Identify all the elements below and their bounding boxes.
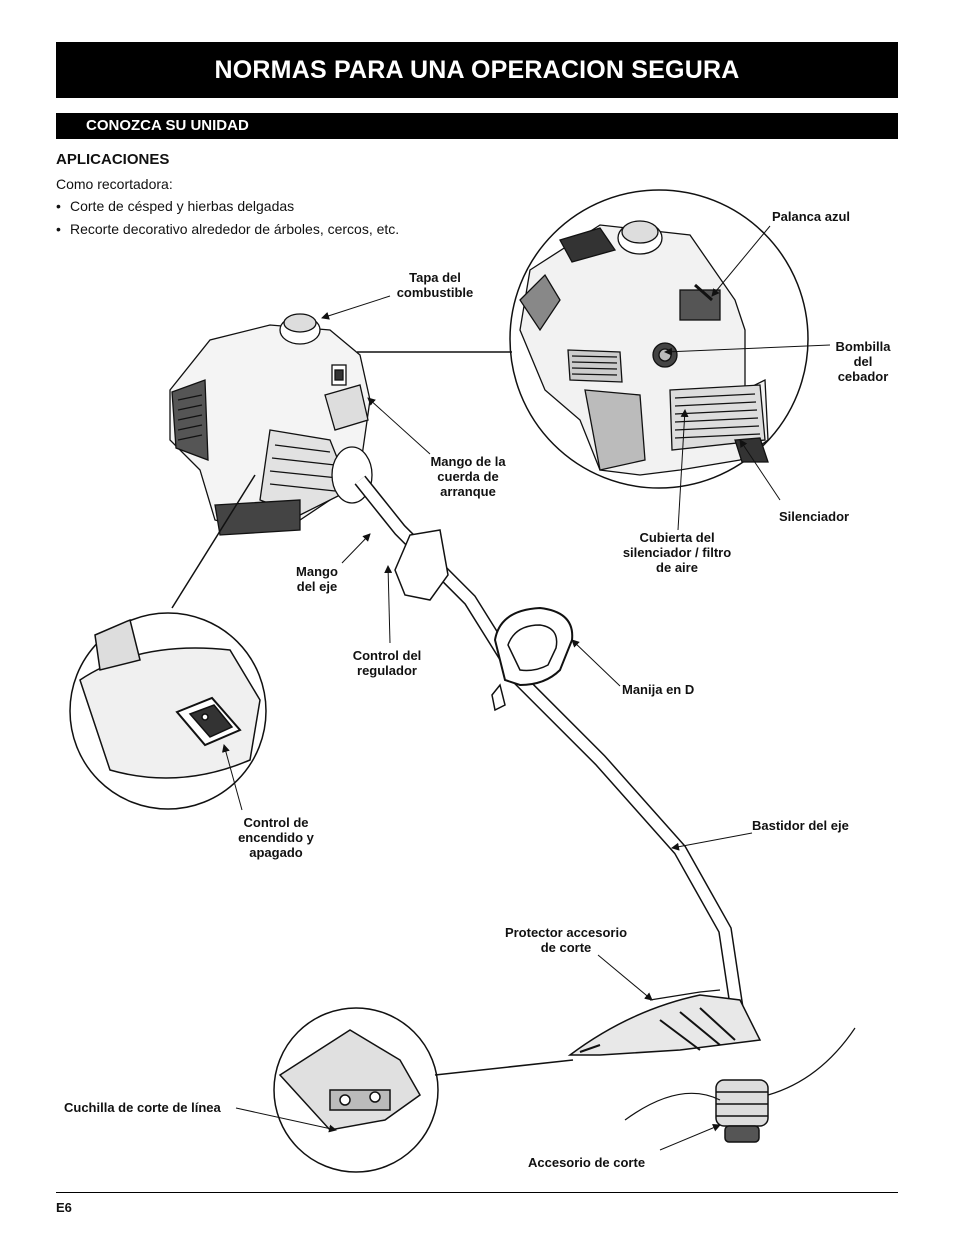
leader-mango-eje: [341, 533, 371, 564]
label-control-encendido: Control de encendido y apagado: [238, 815, 314, 860]
leader-palanca: [711, 225, 771, 297]
label-silenciador: Silenciador: [779, 509, 850, 524]
label-palanca-azul: Palanca azul: [772, 209, 851, 224]
leader-protector: [597, 954, 653, 1001]
label-cuchilla: Cuchilla de corte de línea: [64, 1100, 221, 1115]
label-manija-d: Manija en D: [622, 682, 695, 697]
section-bar: CONOZCA SU UNIDAD: [56, 113, 898, 139]
leader-cuchilla: [235, 1107, 337, 1133]
page-title: NORMAS PARA UNA OPERACION SEGURA: [214, 56, 740, 84]
label-protector-accesorio: Protector accesorio de corte: [504, 925, 628, 955]
title-bar: NORMAS PARA UNA OPERACION SEGURA: [56, 42, 898, 98]
leader-regulador: [384, 565, 393, 644]
label-cubierta-silenciador: Cubierta del silenciador / filtro de air…: [622, 530, 732, 575]
leader-bombilla: [664, 344, 831, 356]
line-cutter-detail-circle: [273, 1007, 439, 1173]
leader-bastidor: [671, 832, 753, 851]
switch-detail-connector: [171, 474, 256, 609]
leader-mango-cuerda: [367, 397, 431, 455]
leader-silenciador: [739, 439, 781, 501]
footer-rule: [56, 1192, 898, 1193]
label-accesorio-corte: Accesorio de corte: [528, 1155, 646, 1170]
bullet-text: Recorte decorativo alrededor de árboles,…: [70, 221, 400, 237]
switch-detail-circle: [69, 612, 267, 810]
leader-encendido: [222, 744, 243, 811]
label-bastidor-eje: Bastidor del eje: [752, 818, 849, 833]
engine-detail-drawing: [519, 220, 769, 476]
label-control-regulador: Control del regulador: [352, 648, 422, 678]
leader-accesorio: [659, 1124, 721, 1151]
page-number: E6: [56, 1200, 72, 1215]
applications-intro: Como recortadora:: [56, 176, 173, 192]
throttle-control: [394, 529, 449, 601]
bullet-item: •Recorte decorativo alrededor de árboles…: [56, 221, 400, 237]
engine-body: [169, 313, 373, 536]
label-bombilla-cebador: Bombilla del cebador: [835, 339, 891, 384]
engine-detail-circle: [509, 189, 809, 489]
label-mango-eje: Mango del eje: [296, 564, 338, 594]
bullet-text: Corte de césped y hierbas delgadas: [70, 198, 295, 214]
leader-manija: [571, 639, 621, 687]
line-cutter-connector: [434, 1059, 574, 1076]
label-tapa-combustible: Tapa del combustible: [396, 270, 474, 300]
applications-heading: APLICACIONES: [56, 151, 170, 168]
bullet-item: •Corte de césped y hierbas delgadas: [56, 198, 295, 214]
section-title: CONOZCA SU UNIDAD: [86, 117, 249, 134]
cutting-head: [715, 1079, 769, 1127]
leader-tapa: [321, 295, 391, 320]
label-mango-cuerda: Mango de la cuerda de arranque: [430, 454, 506, 499]
leader-cubierta: [677, 409, 689, 531]
